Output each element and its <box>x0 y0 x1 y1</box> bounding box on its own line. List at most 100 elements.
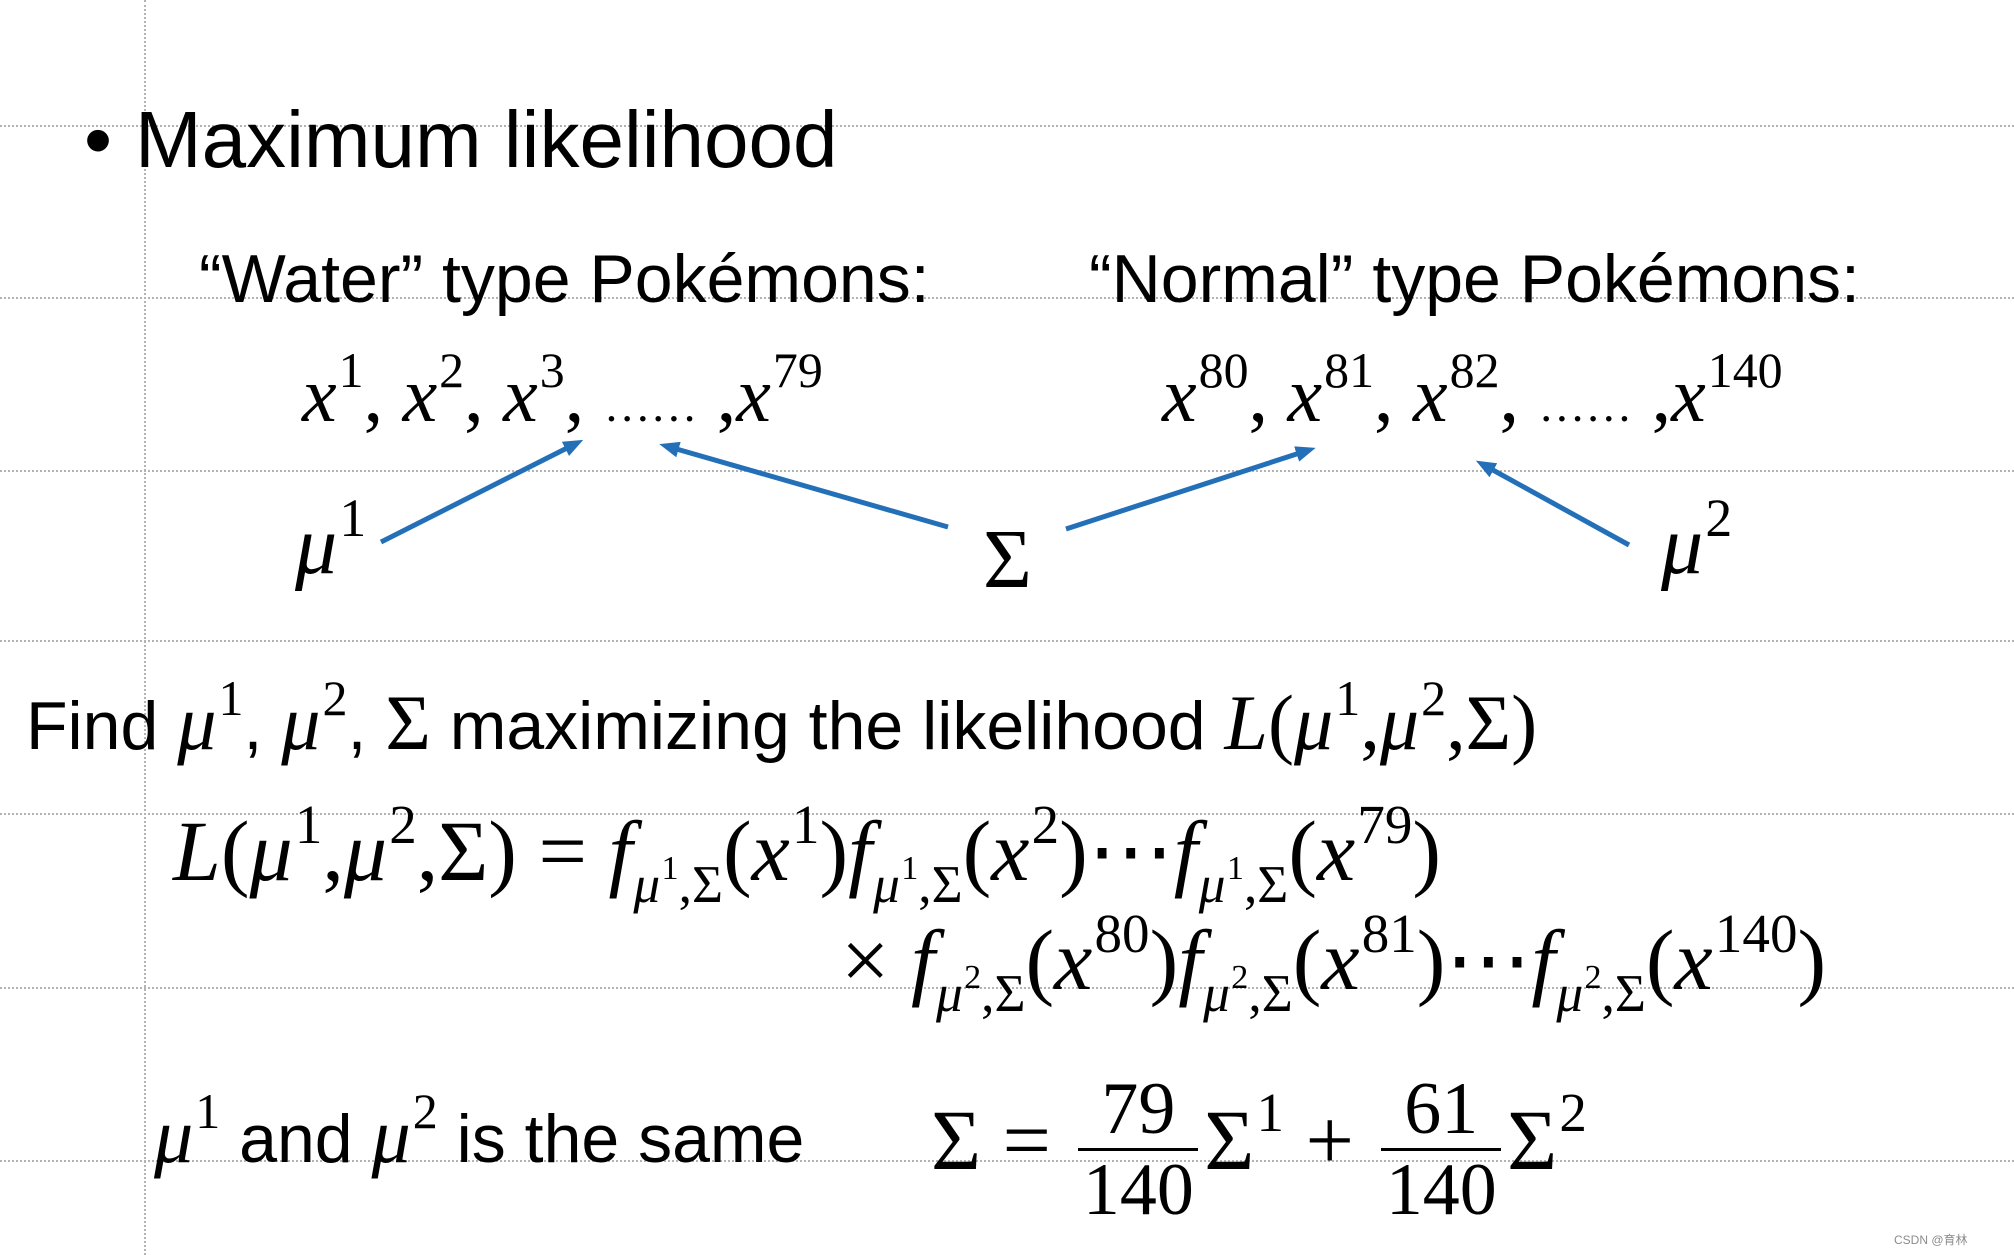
superscript: 79 <box>772 343 823 399</box>
superscript: 2 <box>412 1082 438 1139</box>
math-variable: x1 <box>302 346 364 438</box>
math-symbol-text: ( <box>1268 679 1295 766</box>
covariance-sigma-symbol: Σ <box>983 518 1032 602</box>
normal-type-label: “Normal” type Pokémons: <box>1089 241 1860 317</box>
math-symbol: × <box>841 912 911 1008</box>
math-symbol: …… <box>604 351 698 438</box>
math-variable: x79 <box>1317 797 1412 899</box>
math-variable: fμ1,Σ <box>608 803 723 911</box>
math-variable: fμ2,Σ <box>1531 912 1646 1020</box>
math-symbol-text: …… <box>1538 380 1633 432</box>
math-symbol-text: + <box>1283 1091 1376 1188</box>
math-symbol-text: ,Σ <box>1243 854 1289 915</box>
text-run: , <box>348 688 386 764</box>
math-symbol: ( <box>723 803 752 899</box>
math-symbol: ( <box>963 803 992 899</box>
math-variable-text: μ <box>1556 963 1584 1024</box>
math-symbol: ( <box>1026 912 1055 1008</box>
math-symbol-text: ( <box>1645 912 1675 1008</box>
math-symbol: ( <box>1646 912 1675 1008</box>
math-variable-text: L <box>173 803 221 899</box>
math-variable: μ2 <box>281 673 347 766</box>
math-variable: μ1 <box>249 797 322 899</box>
math-variable: μ1 <box>1294 673 1360 766</box>
subscript: μ1,Σ <box>873 852 963 915</box>
superscript: 2 <box>322 669 348 726</box>
math-symbol: ) <box>1797 912 1826 1008</box>
math-symbol-text: , <box>464 351 504 438</box>
superscript: 2 <box>964 959 982 997</box>
likelihood-formula-line2: × fμ2,Σ(x80)fμ2,Σ(x81)⋯fμ2,Σ(x140) <box>841 906 1826 1020</box>
math-symbol-text: ( <box>1288 803 1317 899</box>
subscript: μ1,Σ <box>1199 852 1289 915</box>
objective-statement: Find μ1, μ2, Σ maximizing the likelihood… <box>26 673 1537 764</box>
math-symbol-text: ,Σ <box>981 963 1026 1024</box>
superscript: 2 <box>1584 959 1602 997</box>
water-type-label: “Water” type Pokémons: <box>199 241 930 317</box>
text-run-text: , <box>347 688 386 764</box>
math-symbol-text: ( <box>962 803 992 899</box>
math-symbol: ⋯ <box>1088 803 1174 899</box>
math-symbol: + <box>1284 1092 1376 1188</box>
superscript: 1 <box>218 669 244 726</box>
math-symbol: ,Σ <box>1602 963 1646 1023</box>
math-variable-text: μ <box>371 1092 411 1179</box>
text-run-text: , <box>243 688 282 764</box>
math-symbol: = <box>517 803 609 899</box>
math-symbol-text: ,Σ) <box>1446 679 1538 766</box>
math-variable: x81 <box>1288 346 1375 438</box>
math-variable-text: μ <box>1379 679 1420 766</box>
superscript: 79 <box>1357 793 1413 855</box>
math-symbol: ⋯ <box>1445 912 1531 1008</box>
math-symbol-text: ( <box>1025 912 1055 1008</box>
math-variable: L <box>1225 679 1268 766</box>
text-run-text: and <box>220 1101 372 1177</box>
math-variable: L <box>173 803 221 899</box>
superscript: 2 <box>1421 669 1447 726</box>
math-variable: μ2 <box>1661 492 1732 592</box>
math-variable-text: μ <box>1661 499 1704 592</box>
math-variable-text: μ <box>177 679 217 766</box>
math-variable-text: x <box>1054 912 1093 1008</box>
subscript: μ2,Σ <box>1556 961 1646 1024</box>
superscript: 1 <box>901 850 919 888</box>
math-symbol: , <box>1374 351 1413 438</box>
superscript: 2 <box>1231 959 1249 997</box>
math-symbol-text: Σ <box>385 679 431 766</box>
math-variable: x80 <box>1054 906 1149 1008</box>
text-run: , <box>243 688 281 764</box>
math-variable-text: μ <box>873 854 900 915</box>
math-symbol: ( <box>1268 679 1294 766</box>
math-variable: fμ2,Σ <box>1178 912 1293 1020</box>
math-variable-text: μ <box>295 499 338 592</box>
math-variable-text: x <box>751 803 790 899</box>
math-symbol: , <box>1249 351 1288 438</box>
math-variable: x2 <box>991 797 1059 899</box>
math-symbol-text: Σ <box>1507 1091 1558 1188</box>
water-samples-expression: x1, x2, x3, …… ,x79 <box>302 346 823 434</box>
math-symbol-text: ) <box>1416 912 1446 1008</box>
guide-line-horizontal <box>0 125 2014 127</box>
math-variable-text: f <box>608 803 633 899</box>
math-variable-text: μ <box>154 1092 194 1179</box>
math-symbol: ,Σ <box>1248 963 1292 1023</box>
math-variable-text: x <box>1674 912 1713 1008</box>
math-variable: x2 <box>403 346 465 438</box>
math-symbol-text: ( <box>220 803 250 899</box>
superscript: 3 <box>539 343 565 399</box>
math-variable: μ2 <box>371 1086 438 1179</box>
math-symbol-text: ) <box>1059 803 1088 899</box>
text-run: is the same <box>438 1101 805 1177</box>
math-symbol-text: , <box>363 351 403 438</box>
math-symbol-text: = <box>516 803 609 899</box>
superscript: 1 <box>1256 1082 1284 1144</box>
math-variable: μ2 <box>1556 961 1601 1024</box>
math-variable: x140 <box>1674 906 1798 1008</box>
math-variable-text: x <box>503 351 538 438</box>
math-symbol: ( <box>221 803 250 899</box>
math-symbol-text: ( <box>722 803 752 899</box>
superscript: 80 <box>1094 902 1150 964</box>
superscript: 2 <box>1031 793 1060 855</box>
